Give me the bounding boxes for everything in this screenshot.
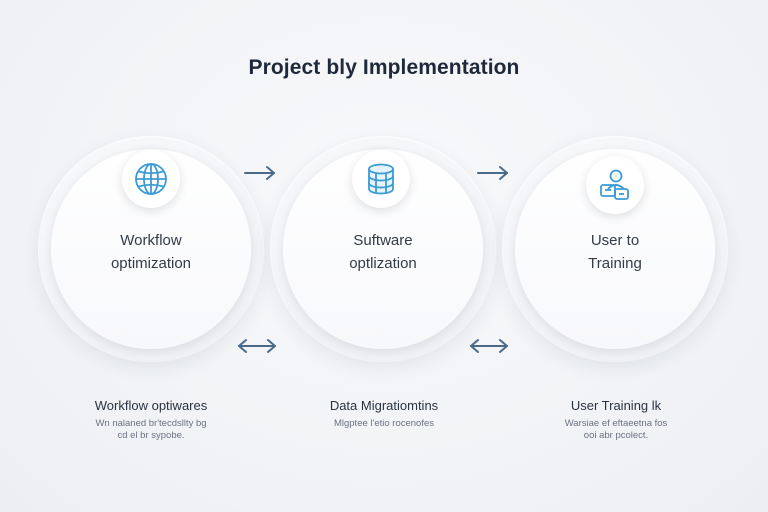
arrow-bidirectional-icon: [470, 339, 508, 353]
caption-description: Wn nalaned br'tecdsllty bg: [95, 418, 207, 429]
caption-title: Workflow optiwares: [94, 398, 208, 413]
stage-label-line1: User to: [590, 232, 640, 249]
arrow-right-icon: [244, 166, 275, 180]
stage-label-line2: optimization: [110, 255, 192, 272]
caption-description: Mlgptee l'etio rocenofes: [333, 418, 435, 429]
caption-description: ooi abr pcolect.: [583, 430, 649, 441]
stage-label-line1: Workflow: [120, 232, 182, 249]
globe-icon: [122, 150, 180, 208]
stage-circle-user-training: User to Training: [502, 136, 728, 362]
stage-label-line2: optlization: [349, 255, 417, 272]
caption-title: Data Migratiomtins: [329, 398, 439, 413]
arrow-bidirectional-icon: [238, 339, 276, 353]
stage-circle-workflow: Workflow optimization: [38, 136, 264, 362]
caption-description: Warsiae ef eftaeetna fos: [564, 418, 668, 429]
stage-circle-software: Suftware optlization: [270, 136, 496, 362]
caption-description: cd el br sypobe.: [117, 430, 185, 441]
stage-label-line2: Training: [588, 255, 642, 272]
database-icon: [352, 150, 410, 208]
diagram-title: Project bly Implementation: [248, 56, 520, 79]
caption-title: User Training lk: [570, 398, 662, 413]
stage-label-line1: Suftware: [353, 232, 413, 249]
arrow-right-icon: [477, 166, 508, 180]
user-training-icon: [586, 156, 644, 214]
